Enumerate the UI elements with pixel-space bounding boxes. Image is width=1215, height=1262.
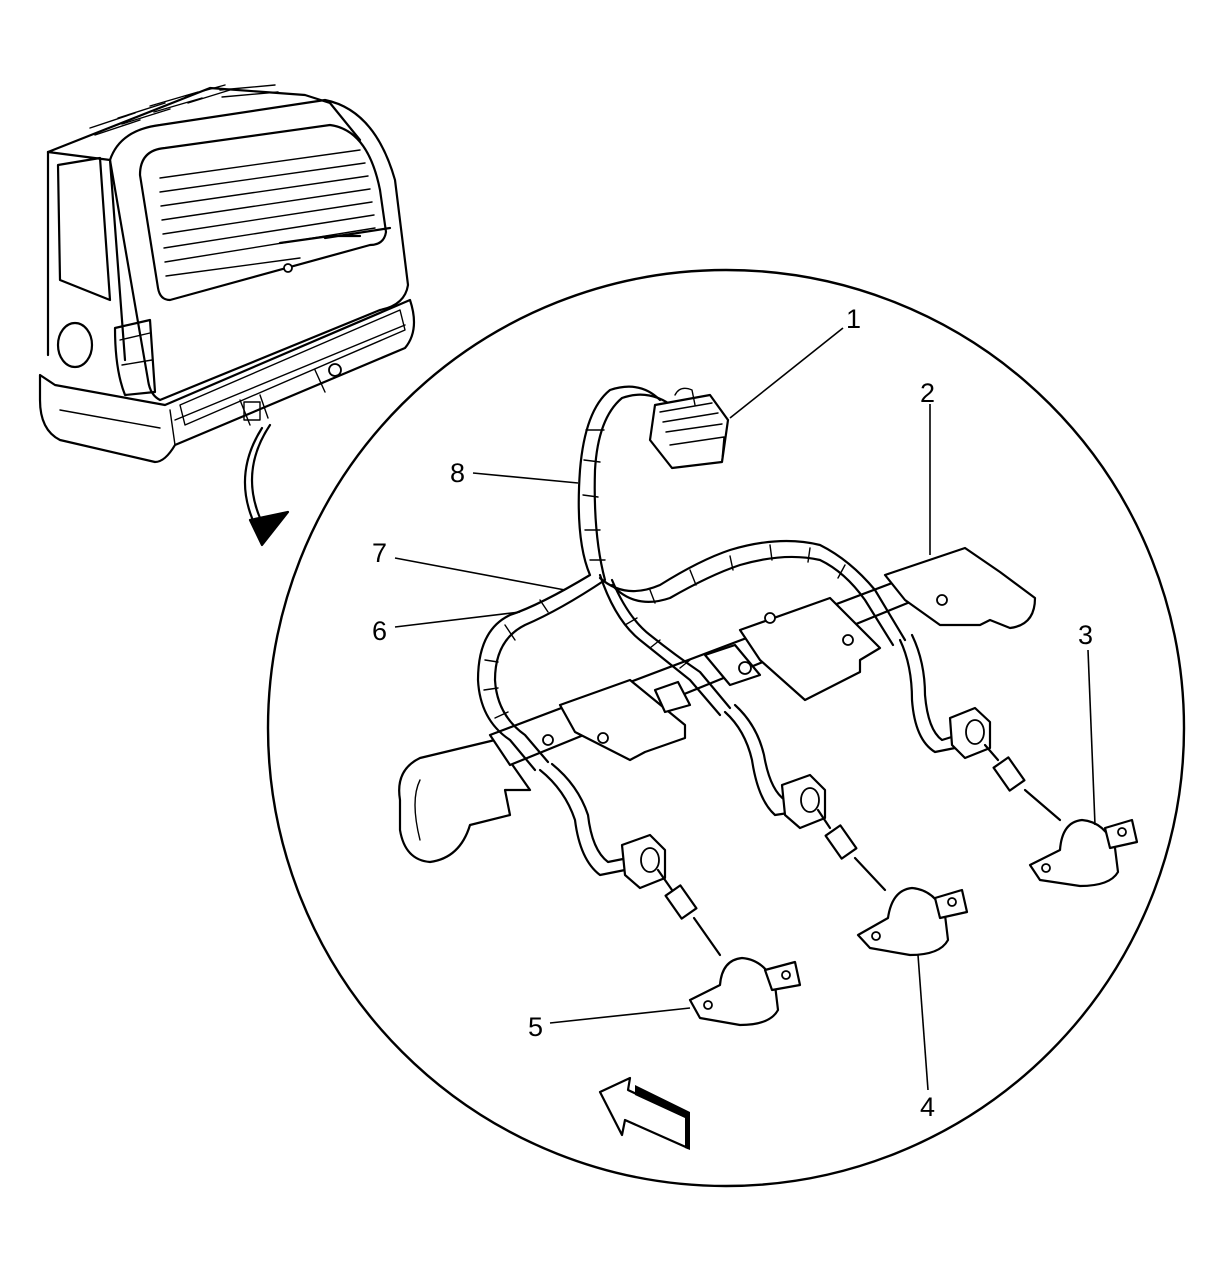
callout-labels: 1 2 3 4 5 6 7 8: [372, 304, 1093, 1122]
detail-circle: [266, 268, 1186, 1188]
vehicle-rear-view: [38, 84, 416, 464]
callout-5: 5: [528, 1012, 543, 1042]
callout-8: 8: [450, 458, 465, 488]
harness-connector: [648, 387, 730, 470]
pigtail-wires: [538, 633, 960, 877]
main-harness: [476, 385, 907, 772]
callout-1: 1: [846, 304, 861, 334]
callout-7: 7: [372, 538, 387, 568]
detail-pointer-arrow: [243, 423, 290, 547]
callout-6: 6: [372, 616, 387, 646]
lamp-assemblies: [688, 818, 1139, 1027]
leader-lines: [394, 327, 1096, 1091]
callout-2: 2: [920, 378, 935, 408]
front-direction-arrow: [598, 1076, 690, 1150]
callout-4: 4: [920, 1092, 935, 1122]
mounting-bracket: [398, 546, 1037, 864]
callout-3: 3: [1078, 620, 1093, 650]
lamp-sockets: [620, 706, 992, 890]
bulbs: [656, 743, 1062, 957]
